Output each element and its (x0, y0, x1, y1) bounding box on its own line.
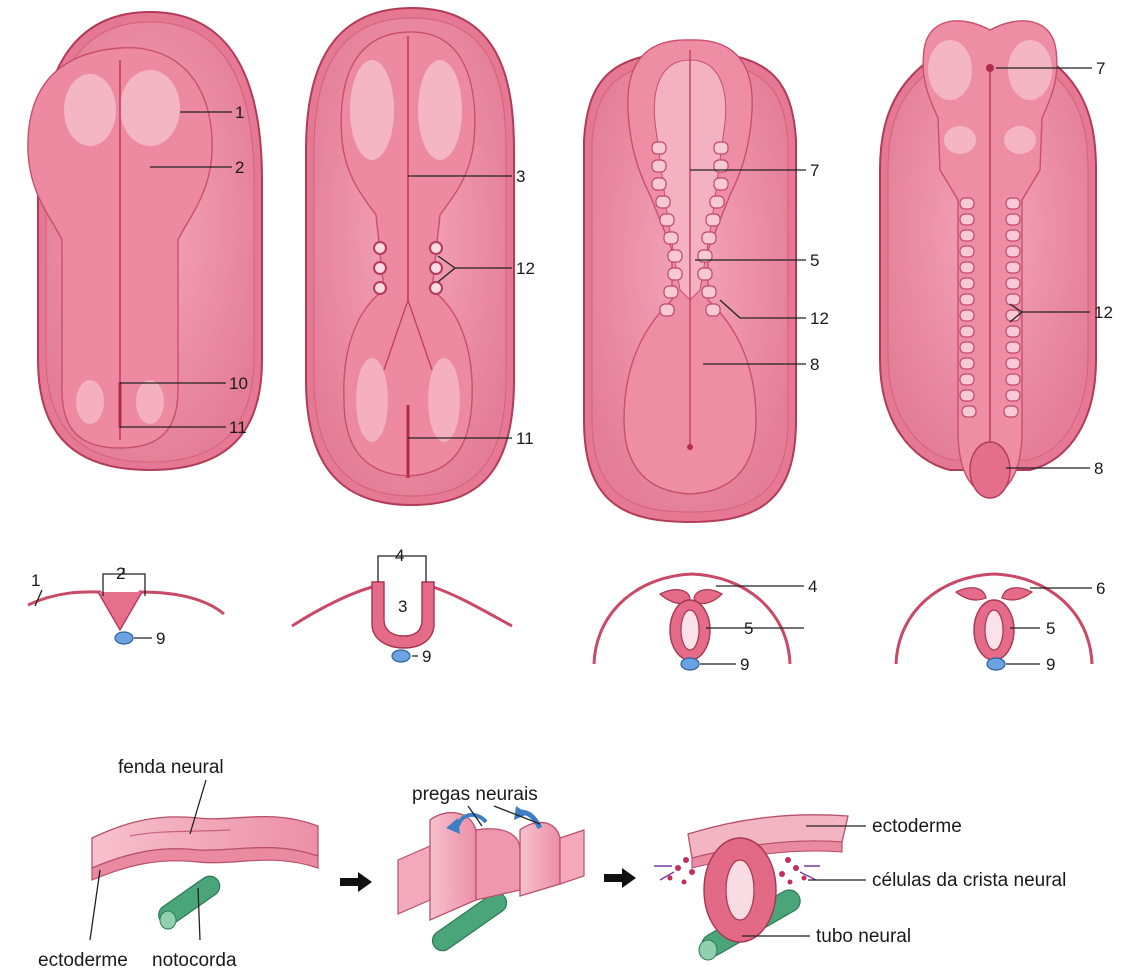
neural-plate-3d: fenda neural ectoderme notocorda (38, 757, 318, 971)
label-celulas-crista: células da crista neural (872, 870, 1066, 891)
embryo-stage-1: 1 2 10 11 (28, 12, 262, 470)
label-e2-12: 12 (516, 259, 535, 278)
label-e1-1: 1 (235, 103, 244, 122)
label-notocorda: notocorda (152, 950, 237, 971)
label-s4-5: 5 (1046, 619, 1055, 638)
label-fenda-neural: fenda neural (118, 757, 224, 778)
cross-section-2: 4 3 9 (292, 546, 512, 666)
embryo-stage-2: 3 12 11 (306, 8, 535, 505)
label-s1-2: 2 (116, 564, 125, 583)
label-tubo-neural: tubo neural (816, 926, 911, 947)
embryo-stage-4: 7 12 8 (880, 21, 1113, 498)
label-e3-5: 5 (810, 251, 819, 270)
label-s1-1: 1 (31, 571, 40, 590)
label-s2-4: 4 (395, 546, 404, 565)
label-e3-8: 8 (810, 355, 819, 374)
label-e1-2: 2 (235, 158, 244, 177)
label-s1-9: 9 (156, 629, 165, 648)
label-pregas-neurais: pregas neurais (412, 784, 538, 805)
label-s3-5: 5 (744, 619, 753, 638)
neural-tube-3d: ectoderme células da crista neural tubo … (654, 815, 1066, 960)
label-e1-11: 11 (229, 418, 247, 437)
cross-section-4: 6 5 9 (896, 574, 1105, 674)
label-e1-10: 10 (229, 374, 248, 393)
label-e4-12: 12 (1094, 303, 1113, 322)
arrow-2 (604, 868, 636, 888)
label-ectoderme-left: ectoderme (38, 950, 128, 971)
label-s3-9: 9 (740, 655, 749, 674)
label-e3-12: 12 (810, 309, 829, 328)
label-e2-11: 11 (516, 429, 534, 448)
arrow-1 (340, 872, 372, 892)
label-e2-3: 3 (516, 167, 525, 186)
embryo-stage-3: 7 5 12 8 (584, 40, 829, 522)
label-s4-9: 9 (1046, 655, 1055, 674)
label-e4-7: 7 (1096, 59, 1105, 78)
label-e3-7: 7 (810, 161, 819, 180)
cross-section-1: 2 1 9 (28, 564, 224, 648)
cross-section-3: 4 5 9 (594, 574, 817, 674)
label-s2-9: 9 (422, 647, 431, 666)
label-s3-4: 4 (808, 577, 817, 596)
label-s4-6: 6 (1096, 579, 1105, 598)
label-e4-8: 8 (1094, 459, 1103, 478)
label-s2-3: 3 (398, 597, 407, 616)
label-ectoderme-right: ectoderme (872, 816, 962, 837)
neural-folds-3d: pregas neurais (398, 784, 584, 955)
